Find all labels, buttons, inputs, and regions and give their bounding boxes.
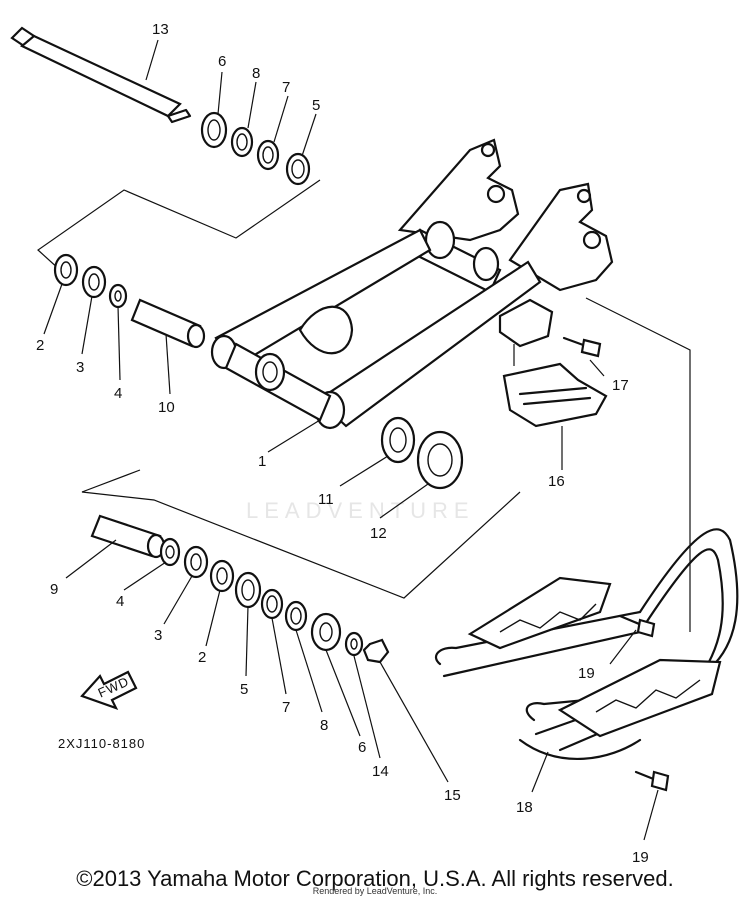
footrest-bolt-lower <box>634 770 670 792</box>
callout-12: 12 <box>370 525 387 542</box>
callout-8-upper: 8 <box>252 65 260 82</box>
callout-5-upper: 5 <box>312 97 320 114</box>
callout-19-lower: 19 <box>632 849 649 866</box>
swingarm <box>210 138 614 430</box>
footrest-step-left <box>467 576 612 650</box>
lower-bushing-set <box>90 514 390 664</box>
watermark: LEADVENTURE <box>246 498 475 523</box>
bushing-11 <box>380 416 416 464</box>
chain-guard <box>502 362 608 428</box>
callout-19-upper: 19 <box>578 665 595 682</box>
chain-guard-bolt <box>562 336 602 358</box>
callout-1: 1 <box>258 453 266 470</box>
copyright-notice: ©2013 Yamaha Motor Corporation, U.S.A. A… <box>76 866 674 891</box>
diagram-code: 2XJ110-8180 <box>58 736 145 751</box>
leader-lines <box>43 39 659 841</box>
pivot-shaft <box>10 26 192 124</box>
footrest-bolt-upper <box>618 614 656 638</box>
upper-left-bushings <box>53 253 206 349</box>
callout-13: 13 <box>152 21 169 38</box>
callout-6-upper: 6 <box>218 53 226 70</box>
callout-2-upper: 2 <box>36 337 44 354</box>
callout-2-lower: 2 <box>198 649 206 666</box>
upper-washer-set <box>200 111 311 186</box>
callout-7-lower: 7 <box>282 699 290 716</box>
fwd-arrow-icon: FWD <box>80 670 138 710</box>
callout-9: 9 <box>50 581 58 598</box>
callout-16: 16 <box>548 473 565 490</box>
rendered-by-notice: Rendered by LeadVenture, Inc. <box>312 886 438 896</box>
callout-4-upper: 4 <box>114 385 122 402</box>
callout-3-lower: 3 <box>154 627 162 644</box>
callout-3-upper: 3 <box>76 359 84 376</box>
callout-15: 15 <box>444 787 461 804</box>
footrest-step-right <box>557 658 722 738</box>
callout-14: 14 <box>372 763 389 780</box>
bushing-12 <box>416 430 464 490</box>
callout-6-lower: 6 <box>358 739 366 756</box>
callout-11: 11 <box>318 491 334 508</box>
callout-10: 10 <box>158 399 175 416</box>
callout-7-upper: 7 <box>282 79 290 96</box>
callout-18: 18 <box>516 799 533 816</box>
callout-17: 17 <box>612 377 629 394</box>
callout-8-lower: 8 <box>320 717 328 734</box>
callout-4-lower: 4 <box>116 593 124 610</box>
callout-5-lower: 5 <box>240 681 248 698</box>
